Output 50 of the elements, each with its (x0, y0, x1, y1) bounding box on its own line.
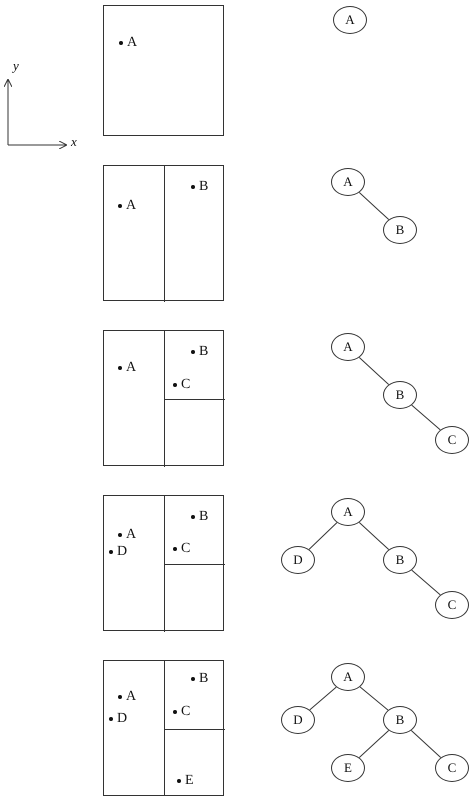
tree-node: D (281, 546, 315, 574)
point-label: B (199, 672, 208, 686)
partition-region (103, 5, 224, 136)
tree-edge (411, 570, 441, 596)
tree-node: B (383, 546, 417, 574)
tree-node: A (331, 498, 365, 526)
point-label: A (126, 199, 136, 213)
point-label: C (181, 542, 190, 556)
partition-region (103, 495, 224, 631)
tree-edge (358, 522, 390, 550)
tree-node: C (435, 426, 469, 454)
tree-edge (358, 730, 390, 758)
tree-node: C (435, 591, 469, 619)
point-label: C (181, 705, 190, 719)
tree-node: A (331, 168, 365, 196)
point-label: C (181, 378, 190, 392)
point-label: D (117, 712, 128, 726)
partition-region (103, 165, 224, 301)
point-label: A (126, 528, 136, 542)
point-label: D (117, 545, 128, 559)
point-label: A (127, 36, 138, 50)
tree-node: B (383, 706, 417, 734)
tree-node: D (281, 706, 315, 734)
point-label: B (199, 345, 208, 359)
tree-edge (308, 522, 338, 550)
tree-node: B (383, 216, 417, 244)
tree-edge (358, 356, 390, 386)
tree-node: E (331, 754, 365, 782)
tree-node: A (331, 333, 365, 361)
point-label: E (185, 774, 194, 788)
tree-node: A (331, 663, 365, 691)
tree-edge (360, 686, 388, 711)
tree-node: C (435, 754, 469, 782)
tree-edge (411, 404, 441, 430)
point-label: A (126, 361, 136, 375)
partition-region (164, 399, 225, 467)
point-label: B (199, 180, 208, 194)
partition-region (164, 729, 225, 796)
point-label: B (199, 510, 208, 524)
tree-edge (410, 730, 442, 758)
tree-node: B (383, 381, 417, 409)
point-label: A (126, 690, 136, 704)
tree-edge (309, 686, 337, 710)
tree-edge (358, 192, 390, 220)
partition-region (103, 660, 224, 796)
axis-label: y (13, 58, 19, 74)
partition-region (103, 330, 224, 466)
axis-label: x (71, 134, 77, 150)
partition-region (164, 564, 225, 632)
tree-node: A (333, 6, 367, 34)
